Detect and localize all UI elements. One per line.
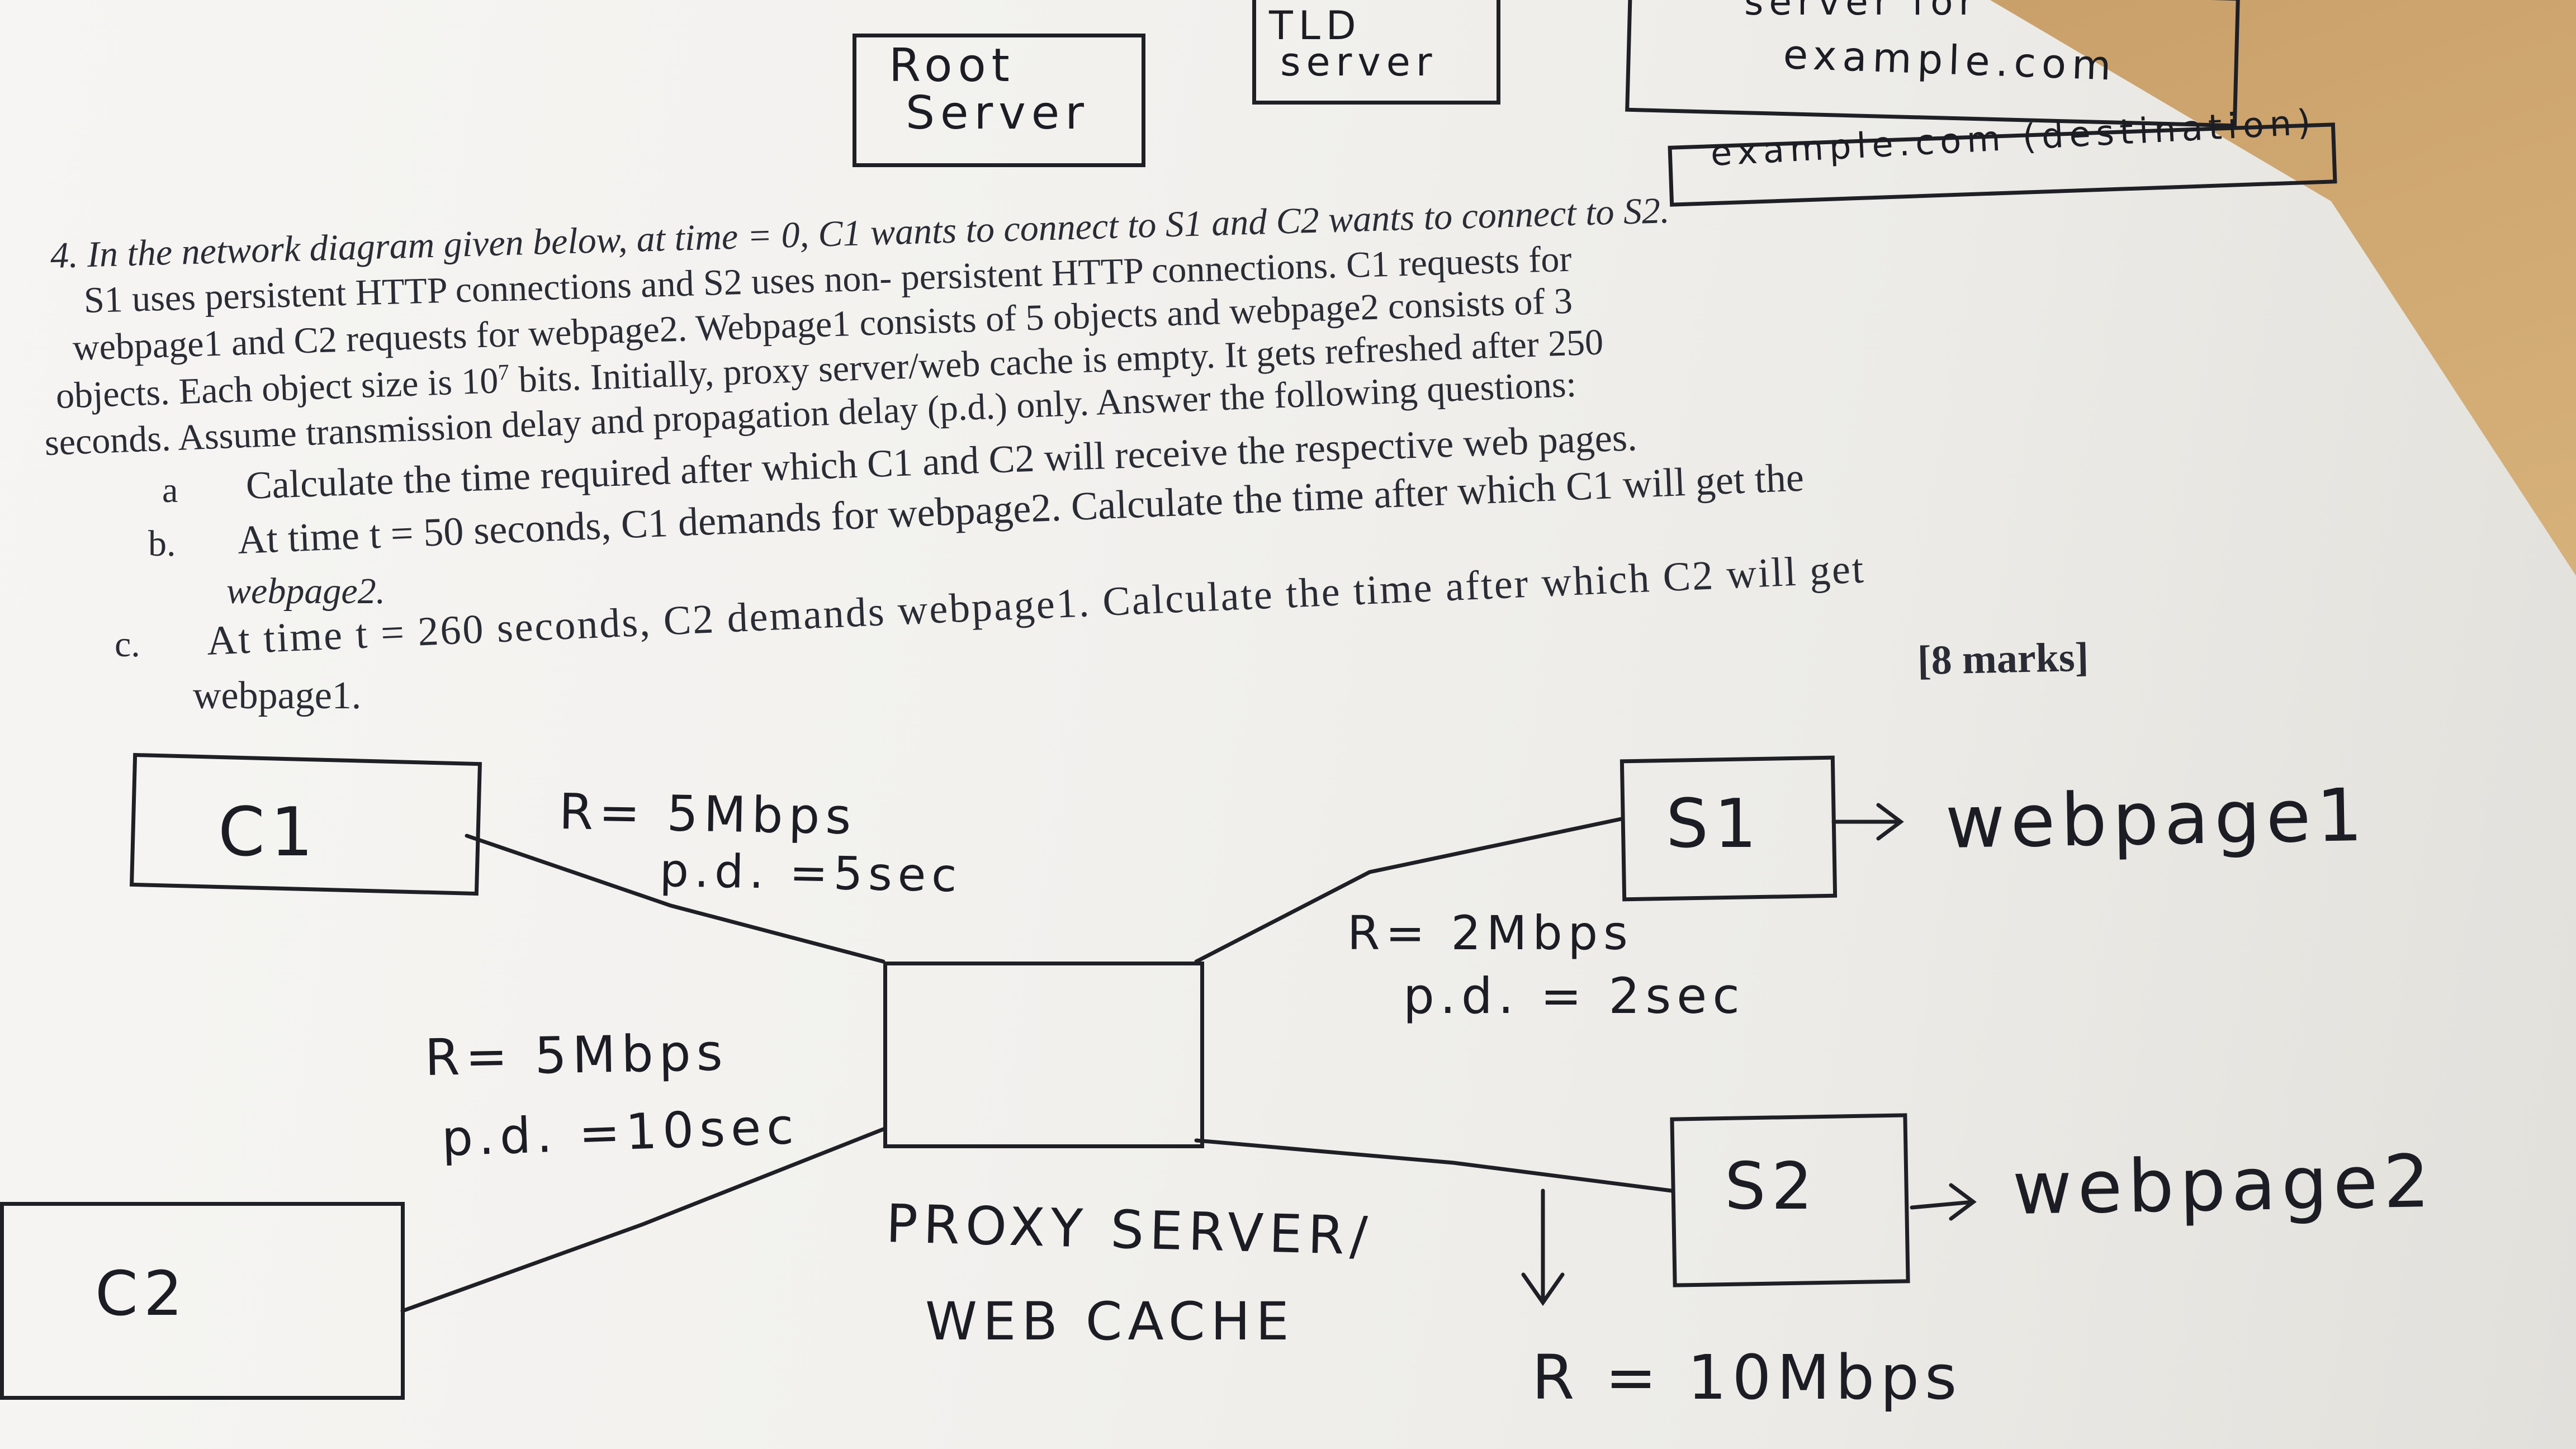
- arrow-down-s2-rate: [1521, 1188, 1565, 1306]
- root-server-box: [853, 34, 1145, 167]
- arrow-s1-webpage1: [1831, 803, 1904, 841]
- c2-link-rate: R= 5Mbps: [424, 1023, 729, 1087]
- c1-link-delay: p.d. =5sec: [659, 844, 963, 903]
- part-a-label: a: [162, 470, 178, 510]
- auth-server-label-1: server for: [1744, 0, 1980, 23]
- c1-link-rate: R= 5Mbps: [558, 783, 858, 846]
- link-s2-proxy: [1194, 1138, 1674, 1193]
- part-c-label: c.: [115, 624, 140, 665]
- proxy-label-2: WEB CACHE: [925, 1291, 1295, 1352]
- link-s1-proxy: [1194, 817, 1623, 964]
- root-server-label-1: Root: [889, 39, 1015, 92]
- proxy-label-1: PROXY SERVER/: [885, 1194, 1374, 1267]
- tld-server-label-2: server: [1280, 39, 1438, 85]
- link-c1-proxy: [465, 834, 886, 964]
- c1-label: C1: [218, 794, 319, 872]
- root-server-label-2: Server: [906, 87, 1090, 140]
- s1-label: S1: [1666, 785, 1763, 863]
- s1-link-rate: R= 2Mbps: [1347, 906, 1633, 960]
- arrow-s2-webpage2: [1910, 1183, 1977, 1221]
- part-b-label: b.: [148, 523, 176, 564]
- link-c2-proxy: [400, 1127, 886, 1313]
- s2-link-rate: R = 10Mbps: [1532, 1342, 1963, 1413]
- part-c-continuation: webpage1.: [193, 674, 362, 717]
- tld-server-label-1: TLD: [1269, 3, 1362, 49]
- proxy-box: [883, 962, 1204, 1148]
- part-b-continuation: webpage2.: [226, 571, 386, 612]
- c2-label: C2: [95, 1258, 188, 1329]
- s2-label: S2: [1725, 1149, 1819, 1224]
- webpage2-label: webpage2: [2011, 1138, 2436, 1231]
- tld-server-box: [1252, 0, 1500, 105]
- c2-box: [0, 1202, 405, 1400]
- webpage1-label: webpage1: [1944, 772, 2369, 865]
- s1-link-delay: p.d. = 2sec: [1403, 967, 1745, 1025]
